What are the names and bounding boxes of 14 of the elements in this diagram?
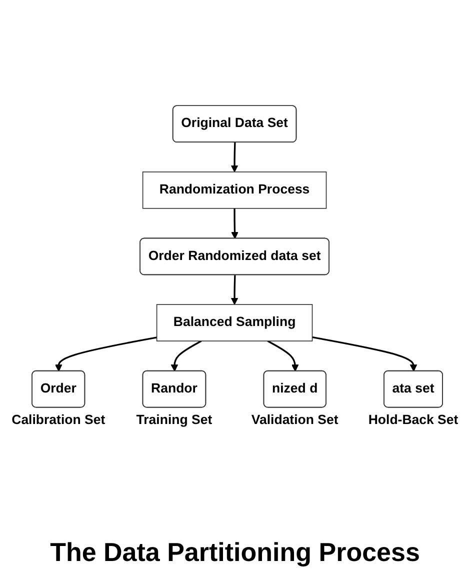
set-caption: Training Set bbox=[136, 412, 212, 427]
set-caption: Hold-Back Set bbox=[368, 412, 458, 427]
diagram-title: The Data Partitioning Process bbox=[50, 537, 420, 568]
node-box: Randomization Process bbox=[142, 171, 327, 209]
arrow bbox=[54, 336, 157, 372]
set-caption: Calibration Set bbox=[12, 412, 106, 427]
set-caption: Validation Set bbox=[251, 412, 338, 427]
arrow bbox=[267, 340, 299, 372]
arrow bbox=[230, 142, 238, 172]
arrow bbox=[231, 208, 238, 239]
arrow bbox=[312, 336, 418, 372]
arrow bbox=[170, 340, 202, 372]
node-box: Balanced Sampling bbox=[156, 304, 313, 342]
arrow bbox=[230, 274, 238, 305]
